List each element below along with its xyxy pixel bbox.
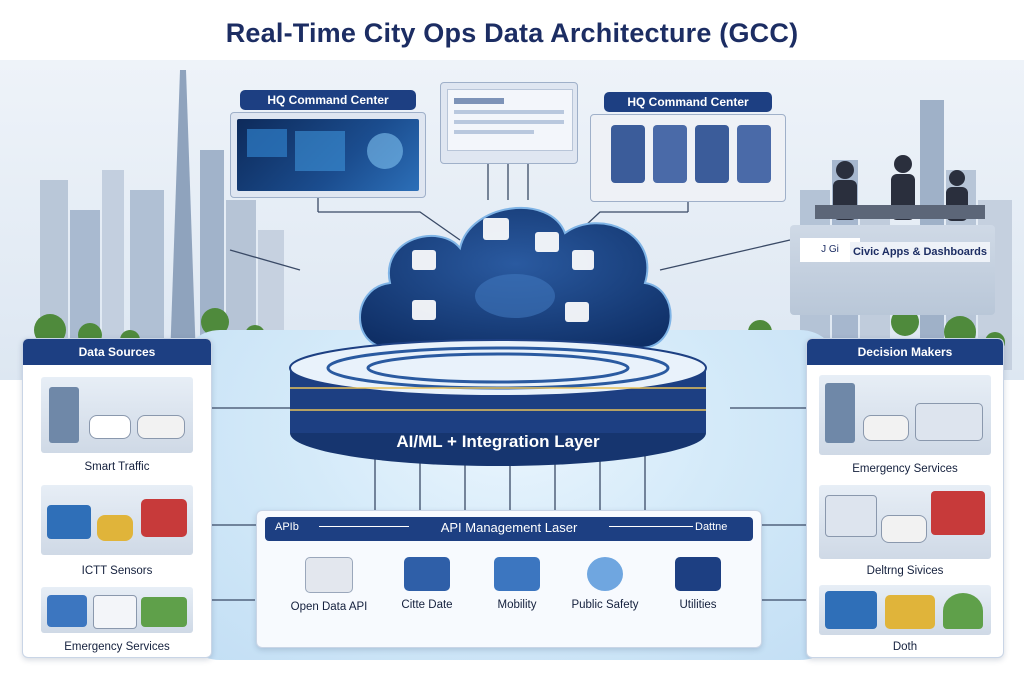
delivery-services-scene xyxy=(819,485,991,559)
decision-maker-label: Doth xyxy=(892,641,918,653)
decision-makers-panel: Decision Makers Emergency Services Deltr… xyxy=(806,338,1004,658)
hq-right-monitor xyxy=(590,114,786,202)
api-item-label: Mobility xyxy=(497,599,537,611)
emergency-services-right-scene xyxy=(819,375,991,455)
integration-platform-disc xyxy=(289,339,707,466)
hq-left-monitor xyxy=(230,112,426,198)
api-item-mobility: Mobility xyxy=(475,557,559,611)
ictt-sensors-scene xyxy=(41,485,193,555)
monitor-icon xyxy=(494,557,540,591)
civic-label: Civic Apps & Dashboards xyxy=(850,242,990,262)
shield-icon xyxy=(587,557,623,591)
data-source-label: Smart Traffic xyxy=(84,461,150,473)
decision-team-people xyxy=(815,155,985,221)
api-item-label: Citte Date xyxy=(401,599,453,611)
hq-right-label: HQ Command Center xyxy=(604,92,772,112)
api-left-tag: APIb xyxy=(275,521,299,533)
city-data-platform-cloud xyxy=(359,206,672,349)
data-sources-title: Data Sources xyxy=(23,339,211,365)
api-item-open-data: Open Data API xyxy=(281,557,377,613)
smart-traffic-scene xyxy=(41,377,193,453)
data-source-label: ICTT Sensors xyxy=(81,565,153,577)
api-title: API Management Laser xyxy=(440,520,578,535)
utilities-monitor-icon xyxy=(675,557,721,591)
hq-command-center-right: HQ Command Center xyxy=(590,92,786,202)
server-icon xyxy=(404,557,450,591)
api-right-tag: Dattne xyxy=(695,521,728,533)
api-item-label: Open Data API xyxy=(290,601,368,613)
decision-maker-label: Deltrng Sivices xyxy=(866,565,944,577)
api-management-panel: APIb API Management Laser Dattne Open Da… xyxy=(256,510,762,648)
data-source-label: Emergency Services xyxy=(64,641,170,653)
platform-label: AI/ML + Integration Layer xyxy=(396,432,600,451)
api-item-city-data: Citte Date xyxy=(383,557,471,611)
api-item-label: Public Safety xyxy=(571,599,639,611)
decision-makers-title: Decision Makers xyxy=(807,339,1003,365)
hq-left-screen xyxy=(237,119,419,191)
page-title: Real-Time City Ops Data Architecture (GC… xyxy=(225,18,799,48)
api-header-bar xyxy=(265,517,753,541)
api-item-utilities: Utilities xyxy=(653,557,743,611)
analytics-monitor xyxy=(440,82,578,164)
hq-left-label: HQ Command Center xyxy=(240,90,416,110)
api-item-public-safety: Public Safety xyxy=(557,557,653,611)
car-icon xyxy=(305,557,353,593)
city-services-scene xyxy=(819,585,991,635)
hq-command-center-left: HQ Command Center xyxy=(230,90,426,198)
civic-apps-building: J Gi Civic Apps & Dashboards xyxy=(790,150,1000,320)
api-item-label: Utilities xyxy=(679,599,717,611)
data-sources-panel: Data Sources Smart Traffic ICTT Sensors … xyxy=(22,338,212,658)
emergency-services-scene xyxy=(41,587,193,633)
decision-maker-label: Emergency Services xyxy=(852,463,958,475)
analytics-screen xyxy=(447,89,573,151)
